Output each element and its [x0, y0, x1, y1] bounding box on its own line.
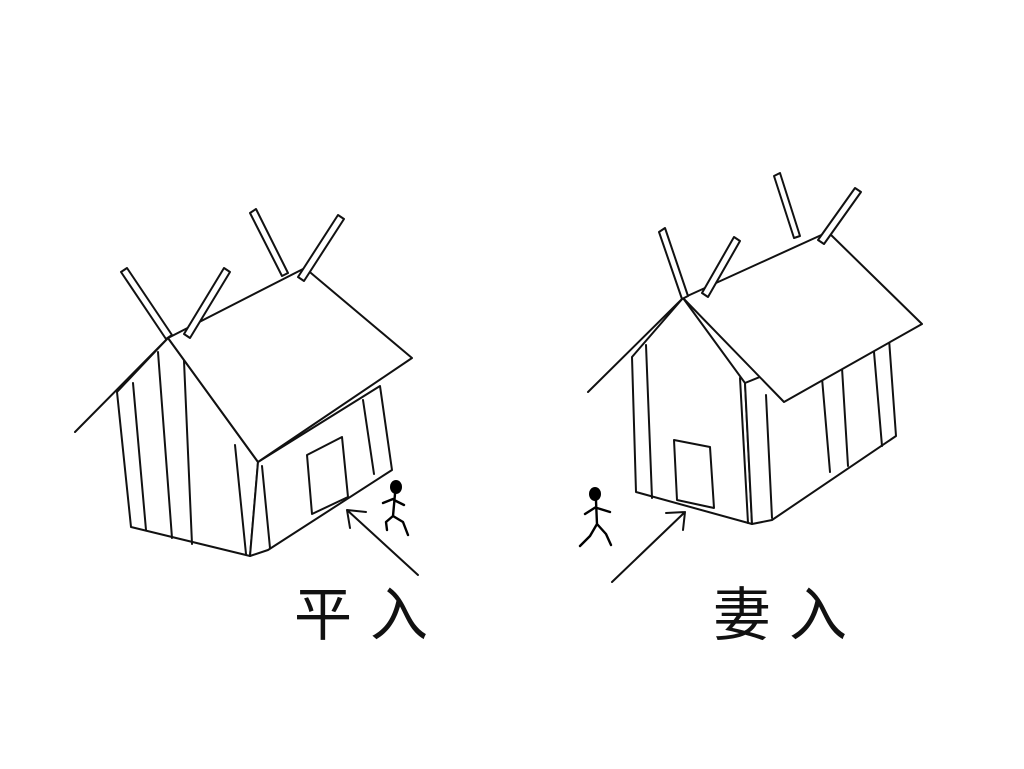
- tsumairi-eave-left: [587, 297, 684, 393]
- hirairi-posts: [261, 399, 375, 549]
- tsumairi-roof: [682, 231, 923, 403]
- tsumairi-chigi-1b: [701, 236, 741, 298]
- tsumairi-gable-wall: [631, 297, 753, 525]
- hirairi-arrow: [346, 509, 419, 576]
- hirairi-house: [74, 208, 419, 576]
- hirairi-door: [306, 436, 349, 515]
- hirairi-chigi-2a: [249, 208, 289, 277]
- tsumairi-chigi-2b: [817, 187, 862, 245]
- tsumairi-door: [673, 439, 715, 509]
- hirairi-roof: [167, 267, 413, 463]
- tsumairi-plank-lines: [645, 344, 749, 524]
- hirairi-eave-left: [74, 337, 169, 433]
- tsumairi-person-icon: [578, 487, 613, 548]
- tsumairi-chigi-1a: [658, 227, 689, 300]
- hirairi-person-icon: [381, 480, 410, 537]
- tsumairi-side-planks: [765, 351, 883, 519]
- hirairi-label: 平入: [294, 581, 447, 649]
- tsumairi-chigi-2a: [773, 172, 801, 239]
- hirairi-chigi-1a: [120, 267, 173, 340]
- tsumairi-label: 妻入: [713, 581, 866, 649]
- hirairi-plank-lines: [132, 337, 247, 555]
- hirairi-chigi-1b: [183, 267, 231, 339]
- tsumairi-arrow: [611, 511, 686, 583]
- tsumairi-house: [578, 172, 923, 583]
- hirairi-chigi-2b: [297, 214, 345, 282]
- hirairi-front-wall: [249, 385, 393, 557]
